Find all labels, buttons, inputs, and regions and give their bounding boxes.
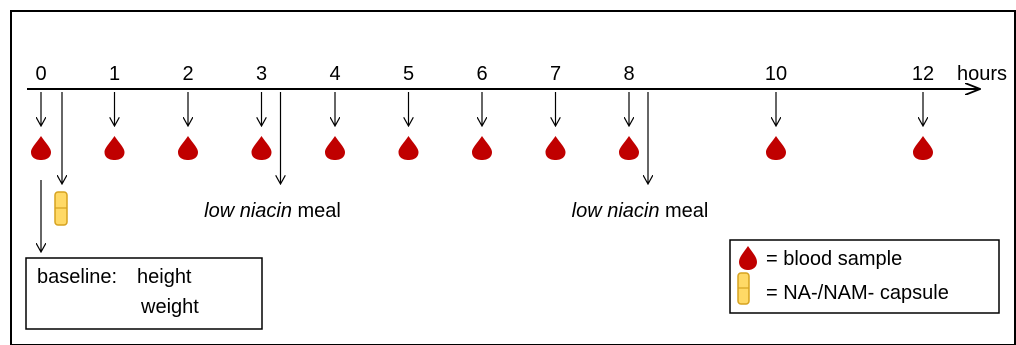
- tick-label: 10: [765, 63, 787, 85]
- tick-label: 8: [623, 63, 634, 85]
- capsule-icon: [54, 191, 68, 226]
- tick-label: 5: [403, 63, 414, 85]
- blood-drop-icon: [472, 136, 492, 160]
- blood-drop-icon: [739, 246, 757, 270]
- blood-drop-icon: [325, 136, 345, 160]
- tick-label: 7: [550, 63, 561, 85]
- baseline-label: baseline:: [37, 266, 117, 288]
- blood-samples: [31, 136, 933, 160]
- blood-drop-icon: [913, 136, 933, 160]
- capsule-icon: [737, 272, 750, 305]
- meal-label: low niacin meal: [572, 200, 709, 222]
- axis-unit-label: hours: [957, 63, 1007, 85]
- tick-label: 2: [182, 63, 193, 85]
- meal-label: low niacin meal: [204, 200, 341, 222]
- blood-drop-icon: [178, 136, 198, 160]
- blood-drop-icon: [766, 136, 786, 160]
- baseline-box: [25, 257, 263, 330]
- legend-box: [729, 239, 1000, 314]
- blood-drop-icon: [545, 136, 566, 160]
- blood-drop-icon: [104, 136, 125, 160]
- blood-drop-icon: [31, 136, 51, 160]
- tick-label: 1: [109, 63, 120, 85]
- tick-label: 3: [256, 63, 267, 85]
- blood-drop-icon: [398, 136, 419, 160]
- baseline-height: height: [137, 266, 192, 288]
- tick-label: 4: [329, 63, 340, 85]
- tick-label: 12: [912, 63, 934, 85]
- blood-drop-icon: [619, 136, 639, 160]
- blood-drop-icon: [251, 136, 272, 160]
- baseline-weight: weight: [140, 296, 199, 318]
- legend-blood-text: = blood sample: [766, 248, 902, 270]
- diagram-frame: [10, 10, 1016, 345]
- tick-label: 0: [35, 63, 46, 85]
- tick-label: 6: [476, 63, 487, 85]
- legend-capsule-text: = NA-/NAM- capsule: [766, 282, 949, 304]
- meal-markers: low niacin meal low niacin meal: [204, 92, 708, 222]
- sample-arrows: [41, 92, 923, 125]
- legend: = blood sample = NA-/NAM- capsule: [729, 239, 1000, 314]
